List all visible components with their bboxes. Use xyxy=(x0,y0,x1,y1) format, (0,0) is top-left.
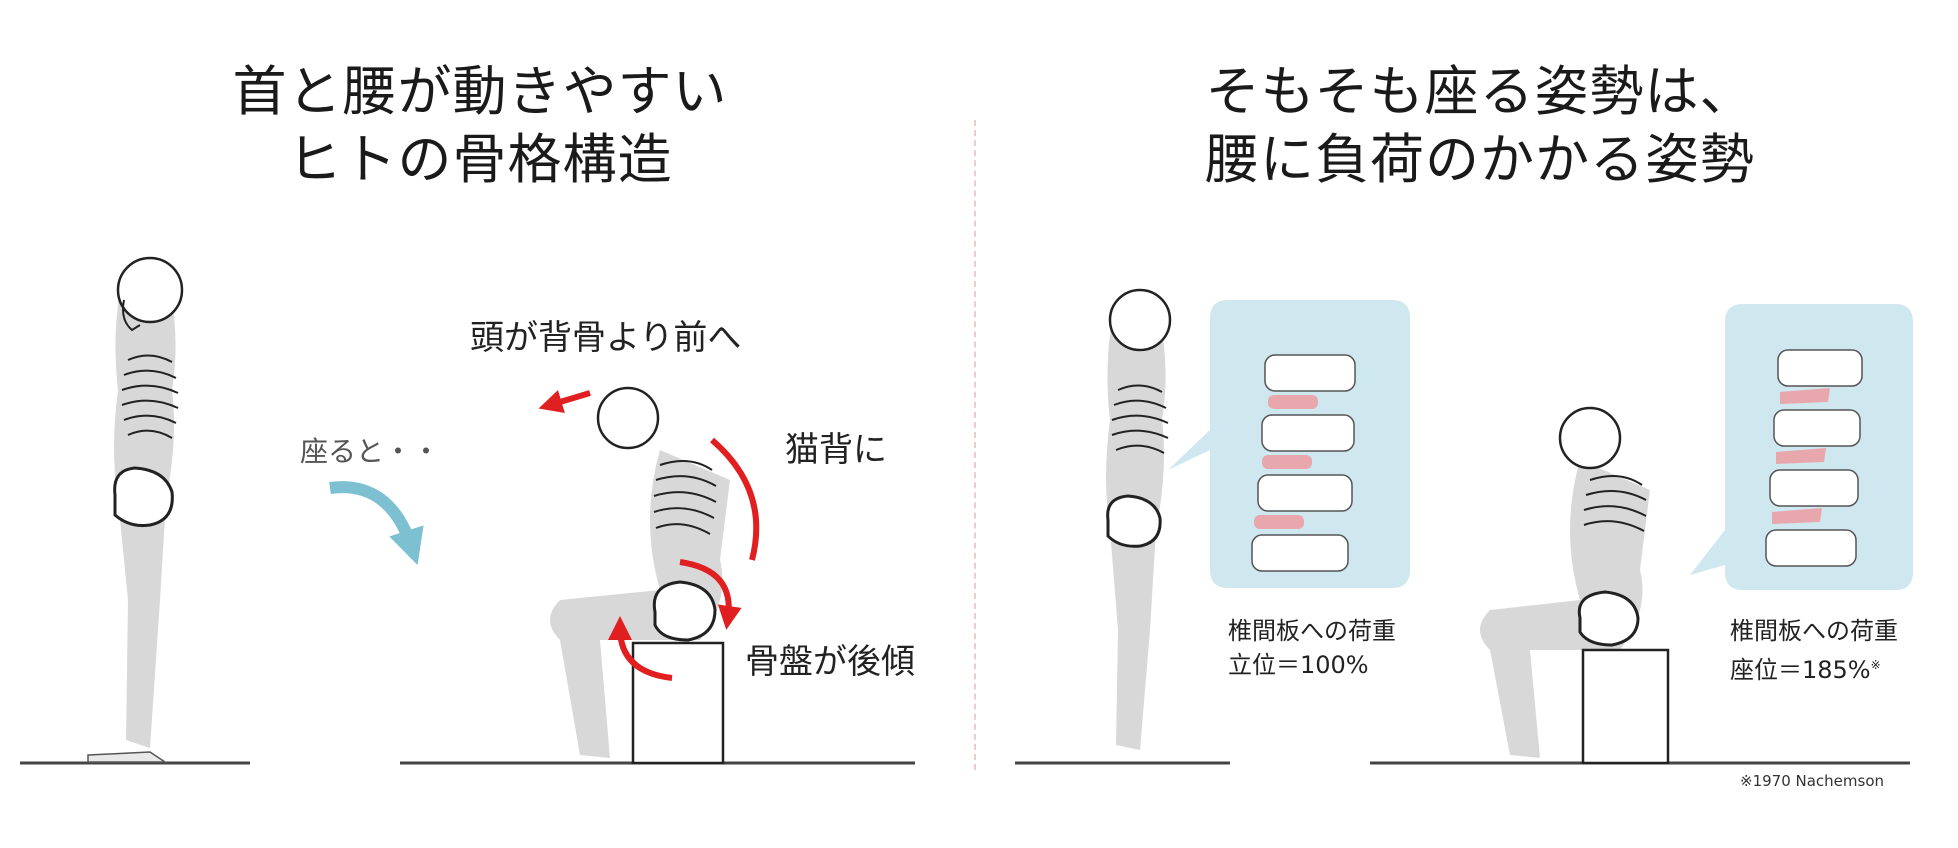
head-forward-arrow xyxy=(538,390,591,414)
pelvis-tilt-arrow-lower xyxy=(608,616,673,681)
sitting-label: 座ると・・ xyxy=(300,435,441,468)
left-title-line2: ヒトの骨格構造 xyxy=(287,128,673,191)
panel-divider xyxy=(974,120,976,770)
standing-load-label: 椎間板への荷重 xyxy=(1228,617,1396,645)
head-forward-label: 頭が背骨より前へ xyxy=(470,318,742,358)
pelvis-tilt-arrow-upper xyxy=(679,559,742,630)
standing-load-info: 椎間板への荷重 立位＝100% xyxy=(1228,614,1396,682)
sitting-load-value-row: 座位＝185%※ xyxy=(1730,648,1898,687)
left-title-line1: 首と腰が動きやすい xyxy=(232,60,728,123)
standing-skeleton-right xyxy=(1106,288,1172,750)
right-panel-title: そもそも座る姿勢は、 腰に負荷のかかる姿勢 xyxy=(1100,58,1860,194)
sitting-spine-vertebrae xyxy=(1765,349,1863,567)
hunched-back-label: 猫背に xyxy=(785,430,887,470)
standing-spine-vertebrae xyxy=(1251,354,1356,572)
right-title-line2: 腰に負荷のかかる姿勢 xyxy=(1205,128,1755,191)
sitting-skeleton-figure xyxy=(550,386,730,765)
sitting-spine-bubble xyxy=(1690,304,1913,590)
standing-spine-bubble xyxy=(1168,300,1410,588)
sitting-skeleton-right xyxy=(1480,406,1670,765)
footnote-mark: ※ xyxy=(1870,658,1881,672)
pelvis-tilt-label: 骨盤が後傾 xyxy=(745,642,915,682)
sitting-load-value: 座位＝185% xyxy=(1730,656,1871,684)
standing-load-value: 立位＝100% xyxy=(1228,651,1369,679)
left-panel-title: 首と腰が動きやすい ヒトの骨格構造 xyxy=(130,58,830,194)
sitting-load-info: 椎間板への荷重 座位＝185%※ xyxy=(1730,614,1898,687)
sitting-transition-arrow xyxy=(329,481,424,566)
sitting-load-label: 椎間板への荷重 xyxy=(1730,617,1898,645)
posture-arrows xyxy=(538,390,760,681)
standing-skeleton-figure xyxy=(87,256,184,763)
reference-note: ※1970 Nachemson xyxy=(1740,772,1885,790)
right-title-line1: そもそも座る姿勢は、 xyxy=(1205,60,1755,123)
back-curve-arrow xyxy=(710,437,760,561)
